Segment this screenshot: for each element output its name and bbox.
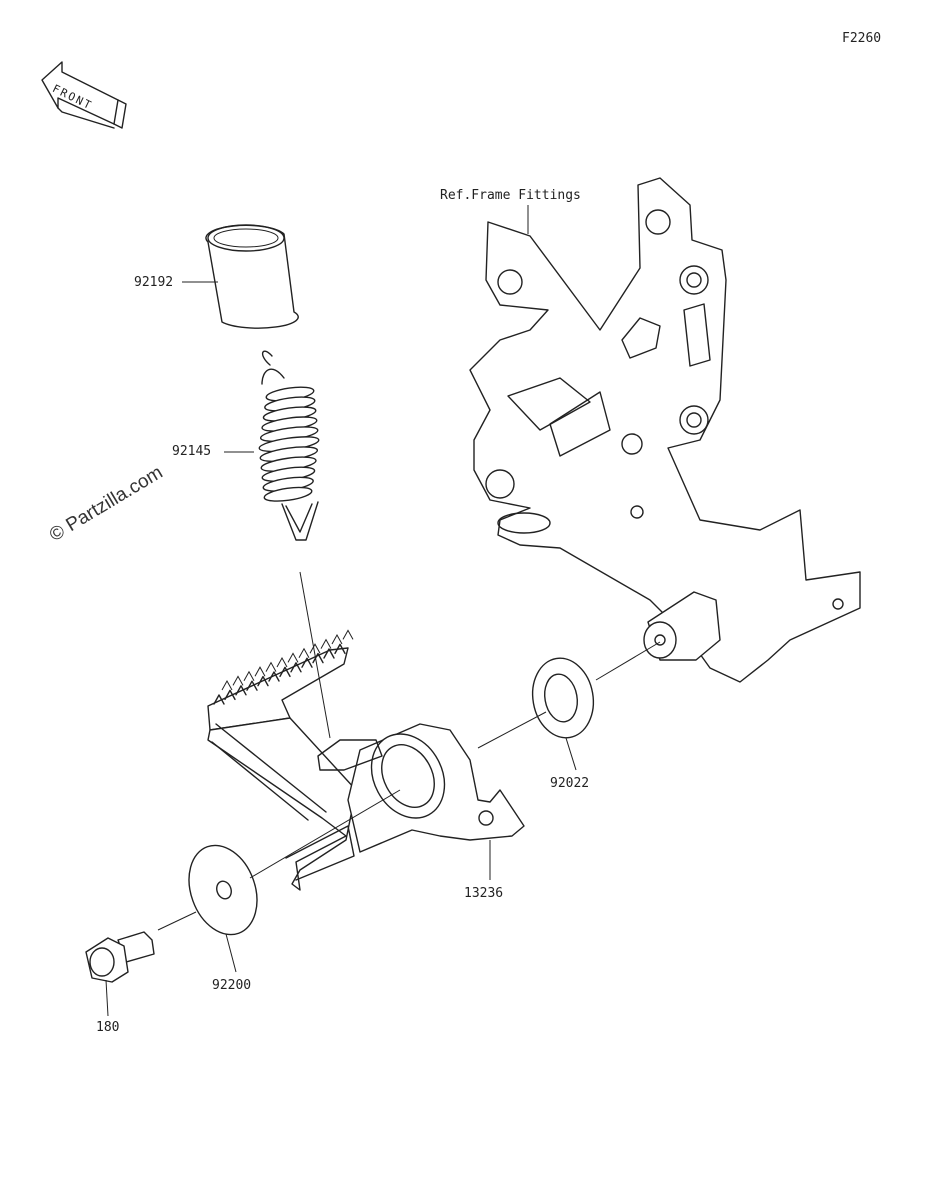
bolt-part: [85, 931, 155, 983]
pedal-tooth: [342, 629, 354, 640]
pedal-tooth: [224, 689, 236, 701]
pedal-tooth: [309, 643, 321, 654]
pedal-tooth: [235, 685, 247, 696]
washer-part: [531, 657, 595, 739]
diagram-code: F2260: [842, 31, 882, 46]
pedal-tooth: [301, 657, 313, 668]
pedal-tooth: [268, 671, 280, 682]
pedal-tooth: [298, 647, 310, 659]
pedal-tooth: [221, 679, 233, 691]
pedal-tooth: [265, 661, 277, 672]
part-label-180: 180: [96, 1020, 120, 1035]
front-arrow-icon: [41, 61, 127, 129]
washer-large-part: [188, 844, 258, 936]
pedal-tooth: [213, 694, 225, 705]
leader-lines: [105, 205, 661, 1017]
pedal-tooth: [276, 656, 288, 668]
pedal-tooth: [331, 633, 343, 645]
part-label-13236: 13236: [464, 886, 504, 901]
frame-fittings: [469, 177, 861, 683]
pedal-tooth: [279, 666, 291, 678]
collar-part: [205, 224, 299, 329]
pedal-tooth: [243, 670, 255, 682]
pedal-tooth: [312, 652, 324, 664]
pedal-tooth: [246, 680, 258, 691]
pedal-tooth: [232, 675, 244, 686]
spring-part: [258, 350, 320, 541]
pedal-tooth: [323, 648, 335, 659]
pedal-tooth: [320, 638, 332, 649]
part-label-92145: 92145: [172, 444, 212, 459]
pedal-tooth: [257, 675, 269, 687]
pedal-tooth: [290, 662, 302, 673]
pedal-tooth: [334, 643, 346, 655]
ref-label: Ref.Frame Fittings: [440, 188, 581, 203]
part-label-92200: 92200: [212, 978, 252, 993]
part-label-92192: 92192: [134, 275, 174, 290]
part-label-92022: 92022: [550, 776, 590, 791]
spring-coil: [263, 486, 313, 502]
brake-pedal-part: [207, 629, 525, 891]
pedal-tooth: [287, 652, 299, 663]
pedal-tooth: [254, 666, 266, 677]
